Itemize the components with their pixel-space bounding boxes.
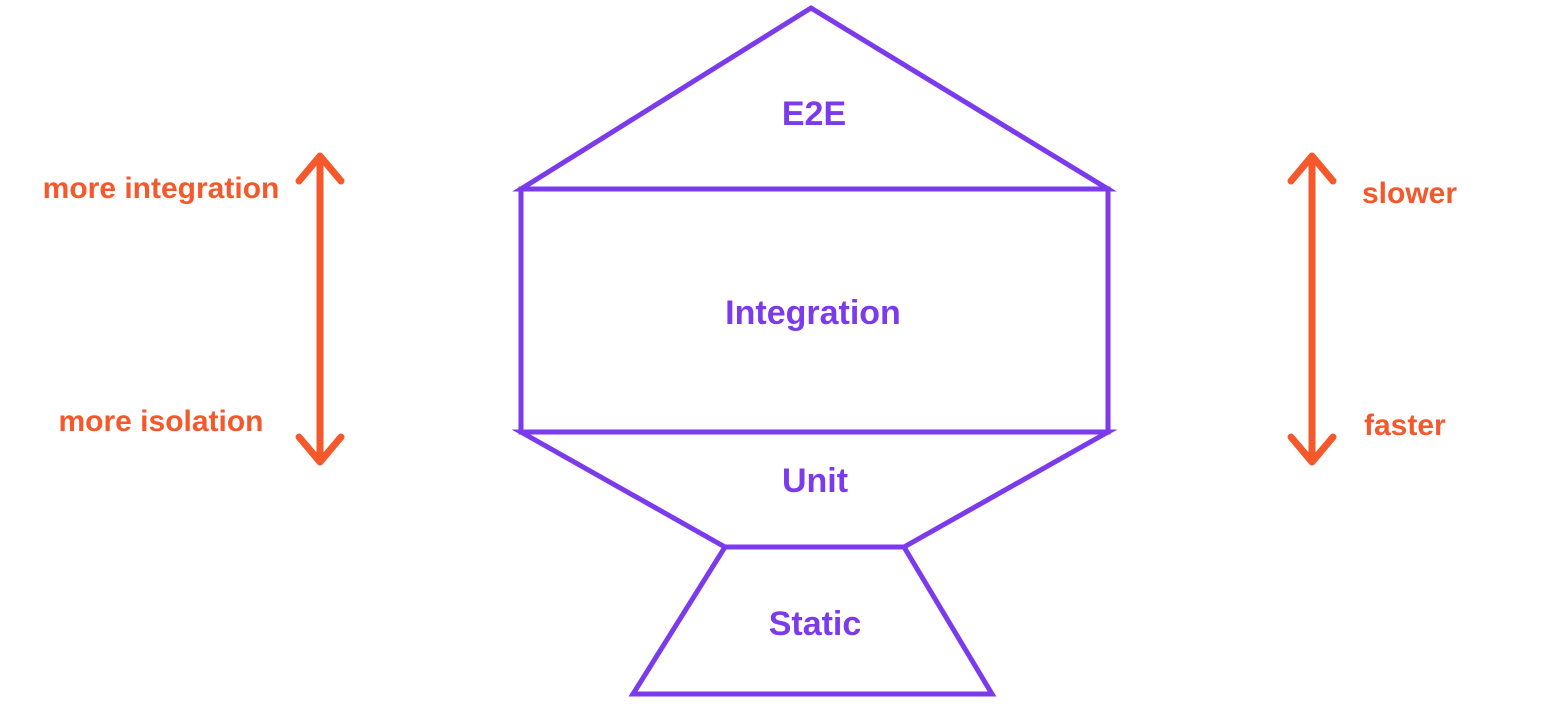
left-vertical-double-arrow-icon	[295, 152, 345, 466]
static-trapezoid-shape	[628, 544, 997, 697]
slower-label: slower	[1362, 177, 1458, 210]
faster-label: faster	[1364, 409, 1446, 442]
e2e-label: E2E	[781, 95, 847, 133]
integration-label: Integration	[725, 294, 901, 332]
right-vertical-double-arrow-icon	[1287, 152, 1337, 466]
more-integration-label: more integration	[42, 172, 280, 205]
unit-label: Unit	[781, 462, 849, 500]
more-isolation-label: more isolation	[58, 405, 264, 438]
static-label: Static	[768, 605, 862, 643]
